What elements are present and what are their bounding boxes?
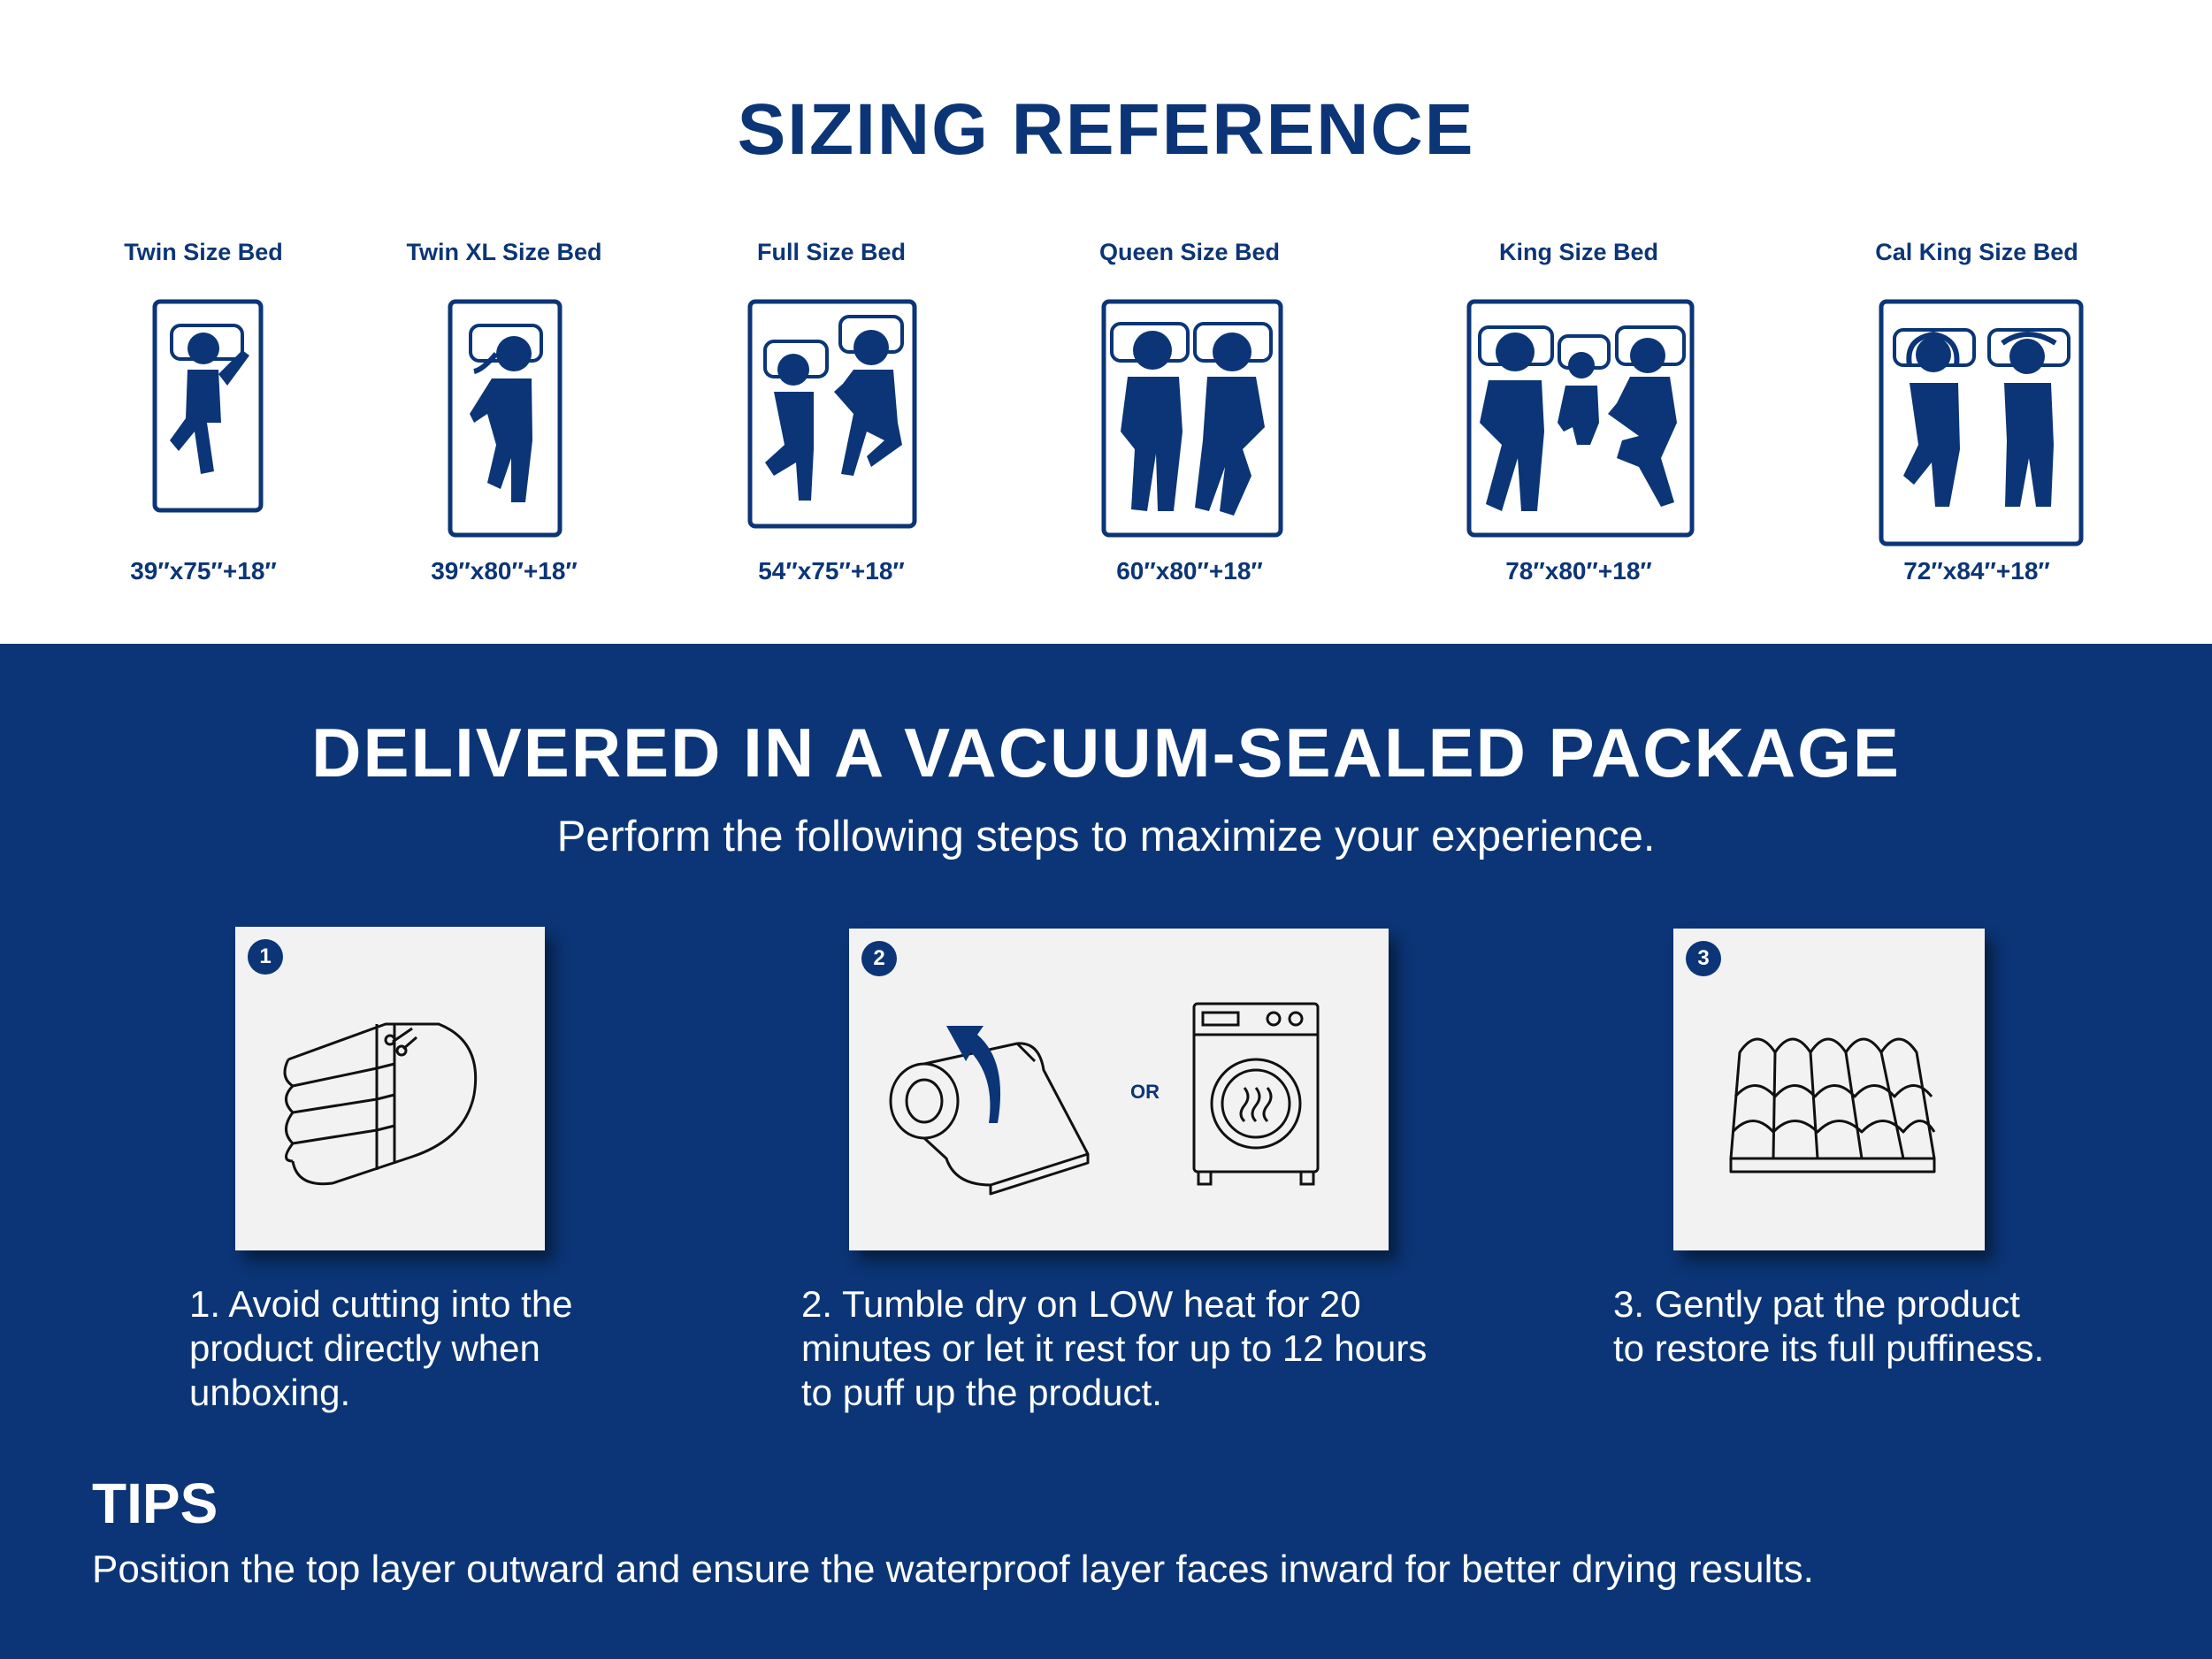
- washing-machine-icon: [1192, 1002, 1320, 1186]
- bed-label: Twin XL Size Bed: [406, 239, 602, 265]
- bed-dimensions: 54″x75″+18″: [758, 557, 905, 585]
- bed-dimensions: 72″x84″+18″: [1903, 557, 2050, 585]
- bed-dimensions: 39″x80″+18″: [431, 557, 578, 585]
- delivery-section: DELIVERED IN A VACUUM-SEALED PACKAGE Per…: [0, 644, 2212, 1659]
- step-line: product directly when: [189, 1327, 540, 1369]
- step-number-badge: 2: [861, 941, 897, 976]
- bed-label: Cal King Size Bed: [1875, 239, 2078, 265]
- step-2-text: 2. Tumble dry on LOW heat for 20 minutes…: [801, 1282, 1427, 1415]
- puffy-comforter-icon: [1729, 1037, 1936, 1174]
- bed-dimensions: 78″x80″+18″: [1505, 557, 1652, 585]
- or-label: OR: [1130, 1081, 1160, 1103]
- step-3-text: 3. Gently pat the product to restore its…: [1613, 1282, 2044, 1371]
- bed-cal-king: Cal King Size Bed 72″x84″+18″: [1862, 239, 2092, 585]
- king-bed-icon: [1466, 299, 1695, 538]
- delivery-subtitle: Perform the following steps to maximize …: [556, 813, 1656, 860]
- bed-label: King Size Bed: [1498, 239, 1659, 265]
- step-number-badge: 3: [1686, 941, 1721, 976]
- sizing-section: SIZING REFERENCE Twin Size Bed 39″x75″+1…: [0, 0, 2212, 644]
- bed-king: King Size Bed 78″x80″+18″: [1464, 239, 1694, 585]
- step-1-text: 1. Avoid cutting into the product direct…: [189, 1282, 573, 1415]
- tips-text: Position the top layer outward and ensur…: [92, 1548, 1814, 1591]
- sizing-title: SIZING REFERENCE: [737, 89, 1475, 170]
- bed-dimensions: 39″x75″+18″: [130, 557, 277, 585]
- step-1-card: 1: [235, 927, 545, 1250]
- step-line: to puff up the product.: [801, 1372, 1162, 1413]
- twin-xl-bed-icon: [448, 299, 563, 538]
- step-number-badge: 1: [248, 939, 283, 975]
- step-line: 2. Tumble dry on LOW heat for 20: [801, 1283, 1361, 1325]
- bed-twin-xl: Twin XL Size Bed 39″x80″+18″: [380, 239, 628, 585]
- folded-package-scissors-icon: [283, 1022, 478, 1186]
- twin-bed-icon: [152, 299, 264, 513]
- bed-label: Queen Size Bed: [1098, 239, 1281, 265]
- tips-heading: TIPS: [92, 1472, 218, 1535]
- step-line: to restore its full puffiness.: [1613, 1327, 2045, 1369]
- queen-bed-icon: [1101, 299, 1283, 538]
- bed-dimensions: 60″x80″+18″: [1116, 557, 1263, 585]
- step-2-card: 2 OR: [849, 929, 1389, 1250]
- bed-twin: Twin Size Bed 39″x75″+18″: [88, 239, 318, 585]
- bed-queen: Queen Size Bed 60″x80″+18″: [1075, 239, 1305, 585]
- bed-label: Twin Size Bed: [124, 239, 283, 265]
- cal-king-bed-icon: [1879, 299, 2084, 547]
- step-line: minutes or let it rest for up to 12 hour…: [801, 1327, 1427, 1369]
- full-bed-icon: [747, 299, 917, 529]
- step-line: 3. Gently pat the product: [1613, 1283, 2020, 1325]
- step-3-card: 3: [1673, 929, 1985, 1250]
- bed-full: Full Size Bed 54″x75″+18″: [716, 239, 946, 585]
- step-line: unboxing.: [189, 1372, 351, 1413]
- delivery-title: DELIVERED IN A VACUUM-SEALED PACKAGE: [311, 714, 1901, 791]
- rolled-mattress-unroll-icon: [889, 1026, 1090, 1196]
- step-line: 1. Avoid cutting into the: [189, 1283, 573, 1325]
- bed-label: Full Size Bed: [756, 239, 907, 265]
